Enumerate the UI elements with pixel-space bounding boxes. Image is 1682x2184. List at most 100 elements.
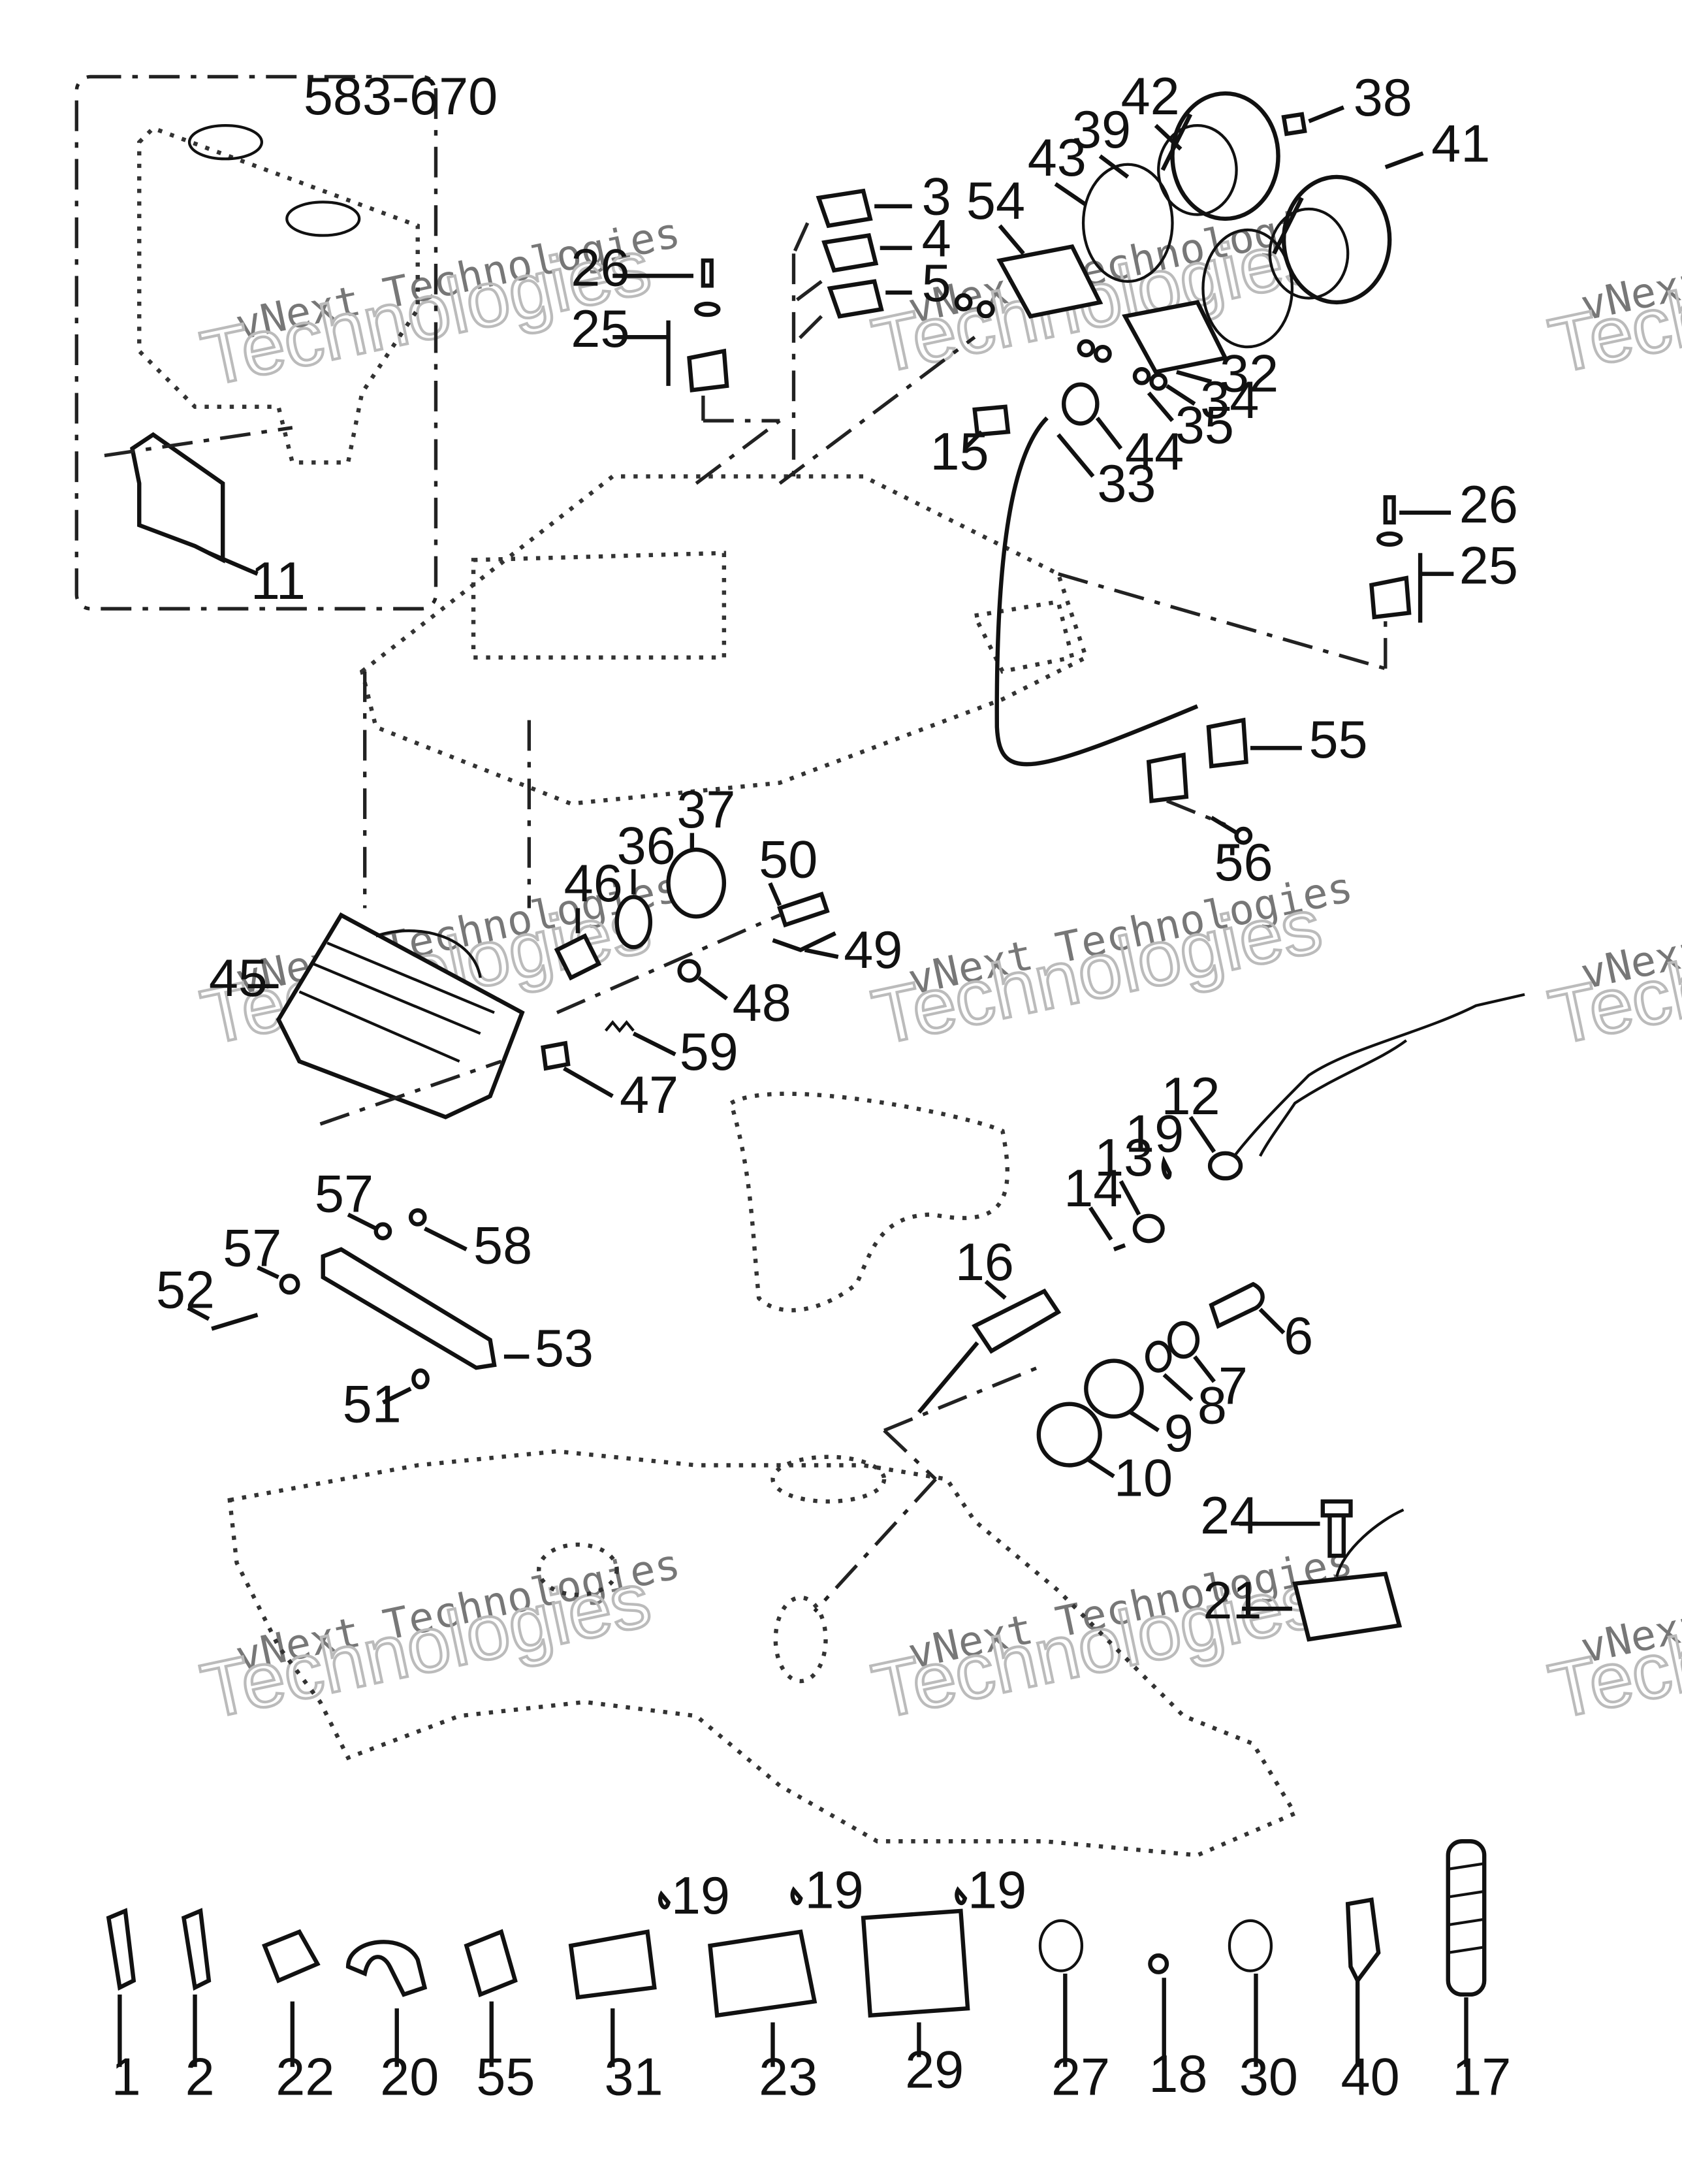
callout-b22: 22 [276,2048,334,2106]
callout-16: 16 [955,1233,1014,1292]
guide-line [883,1366,1038,1432]
leader-47 [563,1066,614,1099]
callout-19b: 19 [805,1861,864,1920]
leader-48 [697,976,729,1001]
cable-clips: 55 56 [1146,711,1368,892]
starter-16 [972,1288,1062,1354]
terminal-1 [106,1908,136,1991]
tether-coil [1231,993,1525,1160]
ignition-9 [1084,1358,1144,1419]
callout-b29: 29 [905,2041,964,2100]
guide-line [792,280,823,304]
leader-50 [768,882,782,907]
callout-45: 45 [209,949,268,1008]
callout-15: 15 [930,423,989,481]
callout-38: 38 [1354,69,1412,127]
leader-43 [1054,182,1088,207]
leader-49 [804,948,839,959]
terminal-40 [1345,1897,1381,1985]
drop-icon [658,1890,671,1910]
callout-36: 36 [617,816,676,875]
callout-52: 52 [156,1261,215,1320]
leader-32 [1176,370,1213,384]
callout-b18: 18 [1149,2045,1207,2104]
guide-line [1057,572,1386,671]
leader-33 [1056,433,1095,478]
toggle-switch-right: 26 25 [1369,475,1518,623]
connector-31 [568,1929,657,2000]
hood-tip [971,599,1075,674]
guide-line [319,1059,502,1126]
switch-3 [816,188,873,229]
toggle-switch-left: 26 25 [571,238,729,393]
callout-8: 8 [1198,1377,1227,1436]
drop-icon [955,1886,968,1905]
headlight-lens-lines [298,941,495,1063]
leader-14 [1088,1206,1113,1241]
watermark-outline: Technologies [865,882,1328,1061]
spring-59 [604,1020,635,1033]
bracket-53 [321,1247,497,1370]
inset-oil-tank: 583-670 11 [74,67,498,611]
leader-10 [1085,1456,1115,1479]
switch-13 [1132,1213,1165,1244]
callout-41: 41 [1431,115,1490,174]
bracket-54-left [996,244,1103,319]
washer-48 [677,959,701,983]
connector-23 [708,1929,817,2018]
toggle-knob [1383,495,1396,525]
callout-4: 4 [922,210,951,268]
tie-30 [1228,1919,1273,1972]
bulb-38 [1281,112,1307,136]
callout-b55: 55 [476,2048,535,2106]
guide-line [556,913,781,1014]
callout-55: 55 [1309,711,1368,769]
hood-outline [359,474,1089,806]
callout-19a: 19 [671,1867,730,1925]
guide-line [104,426,293,458]
gauge-stud [1160,113,1193,171]
guide-line [883,1429,937,1481]
leader-59 [632,1031,676,1057]
leader-11 [208,551,259,576]
nut-51 [411,1368,430,1390]
callout-b2: 2 [185,2048,215,2106]
leader-7 [1193,1355,1216,1383]
clip-55 [464,1929,518,1998]
leader-9 [1129,1410,1160,1432]
screw-14 [1113,1243,1126,1251]
nut-47 [541,1040,571,1071]
callout-53: 53 [535,1319,594,1378]
terminal-18 [1148,1953,1169,1974]
cap-37 [666,847,727,919]
callout-57-bottom: 57 [223,1219,281,1278]
callout-10: 10 [1114,1449,1173,1507]
leader-52 [187,1306,210,1321]
callout-b17: 17 [1452,2048,1511,2106]
leader-35 [1147,391,1174,423]
watermark-outline: Technologies [1542,210,1682,390]
callout-47: 47 [620,1066,678,1125]
callout-7: 7 [1218,1357,1248,1416]
leader-41 [1384,151,1424,170]
callout-19: 19 [1125,1105,1184,1164]
nut-34 [1094,344,1112,363]
nut [954,293,973,312]
callout-25-right: 25 [1459,537,1518,596]
callout-24: 24 [1200,1486,1259,1545]
toggle-knob [701,258,714,288]
leader-12 [1188,1116,1216,1153]
washer-8 [1145,1340,1172,1373]
bulb-socket-46 [554,933,602,981]
callout-43: 43 [1028,129,1087,187]
clip-55 [1206,717,1248,769]
guide-line [778,336,976,485]
callout-46: 46 [564,854,623,913]
leader-42 [1154,123,1182,151]
clamp-20 [345,1940,428,1997]
callout-42: 42 [1121,67,1180,126]
switch-5 [827,279,884,319]
ring-43 [1081,163,1174,283]
rectifier-21 [1292,1571,1403,1642]
chassis-outline [227,1449,1298,1857]
